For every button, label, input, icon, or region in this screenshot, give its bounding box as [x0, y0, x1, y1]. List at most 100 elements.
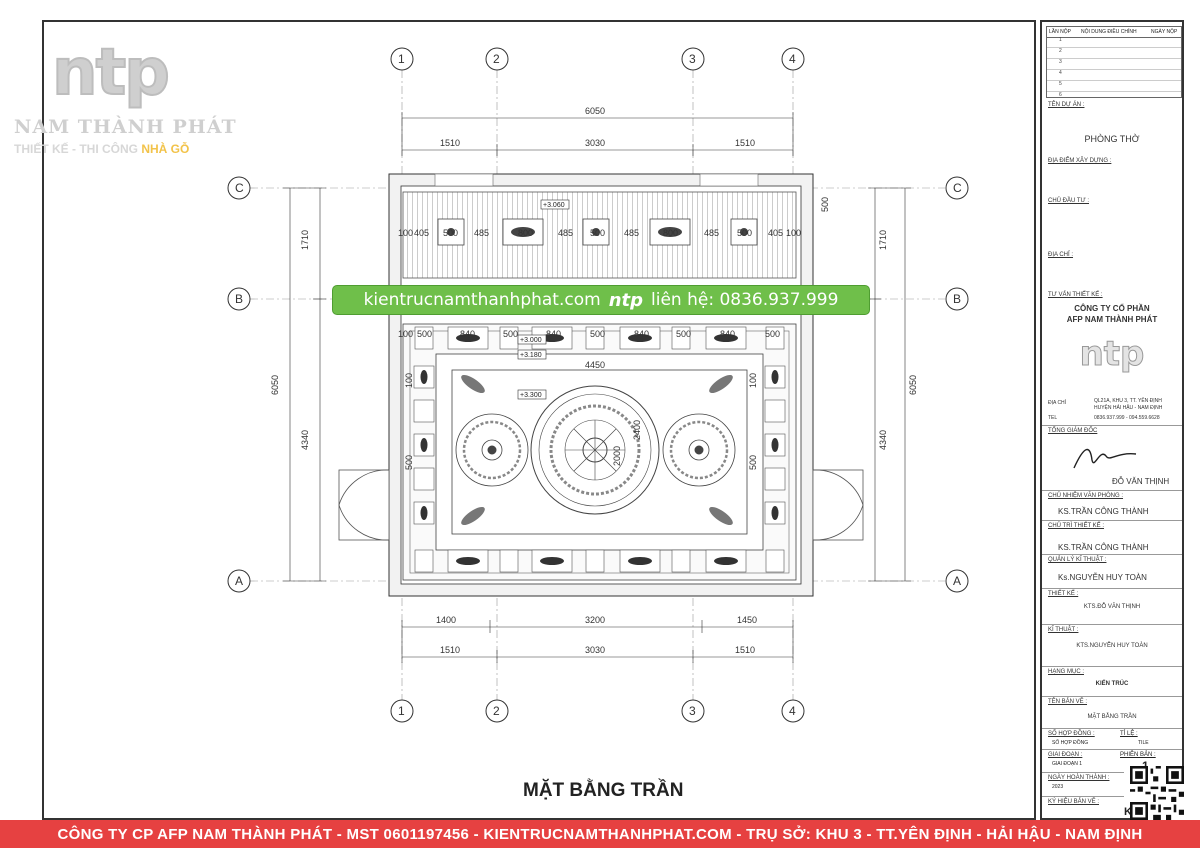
- svg-text:500: 500: [503, 329, 518, 339]
- category-label: HẠNG MỤC :: [1048, 669, 1084, 675]
- svg-text:100: 100: [404, 373, 414, 388]
- svg-text:500: 500: [590, 329, 605, 339]
- dim-center-small: 2400: [632, 420, 642, 440]
- grid-col-2: 2: [493, 52, 500, 66]
- consultant-logo: ntp: [1079, 334, 1145, 375]
- tech-mgr-name: Ks.NGUYỄN HUY TOÀN: [1058, 573, 1147, 582]
- coffer-row-bottom: [414, 549, 785, 573]
- revision-table: LẦN NỘP NỘI DUNG ĐIỀU CHỈNH NGÀY NỘP 1 2…: [1046, 26, 1182, 98]
- sheet-value: MẶT BẰNG TRẦN: [1087, 714, 1137, 720]
- rev-header-2: NỘI DUNG ĐIỀU CHỈNH: [1081, 29, 1137, 35]
- date-value: 2023: [1052, 784, 1064, 790]
- director-label: TỔNG GIÁM ĐỐC: [1048, 428, 1098, 434]
- svg-text:+3.000: +3.000: [520, 337, 542, 344]
- level-tag-1: +3.060: [540, 199, 570, 210]
- svg-text:+3.060: +3.060: [543, 202, 565, 209]
- svg-text:800: 800: [663, 228, 678, 238]
- svg-text:800: 800: [518, 228, 533, 238]
- code-label: KÝ HIỆU BẢN VẼ :: [1048, 799, 1100, 805]
- consultant-name-2: AFP NAM THÀNH PHÁT: [1066, 315, 1158, 324]
- company-logo: ntp NAM THÀNH PHÁT THIẾT KẾ - THI CÔNG N…: [4, 35, 264, 166]
- grid-col-2-bottom: 2: [493, 704, 500, 718]
- svg-text:840: 840: [634, 329, 649, 339]
- svg-text:500: 500: [676, 329, 691, 339]
- title-block: LẦN NỘP NỘI DUNG ĐIỀU CHỈNH NGÀY NỘP 1 2…: [1040, 20, 1184, 820]
- grid-col-4-bottom: 4: [789, 704, 796, 718]
- dim-left-1: 1710: [300, 230, 310, 250]
- footer-bar: CÔNG TY CP AFP NAM THÀNH PHÁT - MST 0601…: [0, 820, 1200, 848]
- dim-bottom-a-2: 3200: [585, 615, 605, 625]
- svg-text:100: 100: [748, 373, 758, 388]
- dim-top-1: 1510: [440, 138, 460, 148]
- drawing-title: MẶT BẰNG TRẦN: [523, 780, 684, 801]
- dim-bottom-a-3: 1450: [737, 615, 757, 625]
- dim-inner-width: 4450: [585, 360, 605, 370]
- code-value: K: [1124, 806, 1132, 818]
- tech-mgr-label: QUẢN LÝ KĨ THUẬT :: [1048, 557, 1107, 563]
- grid-bubbles-bottom: 1 2 3 4: [390, 699, 805, 723]
- svg-text:485: 485: [704, 228, 719, 238]
- svg-text:840: 840: [546, 329, 561, 339]
- svg-text:485: 485: [558, 228, 573, 238]
- grid-col-3-bottom: 3: [689, 704, 696, 718]
- rev-header-3: NGÀY NỘP: [1151, 29, 1178, 35]
- designer-label: THIẾT KẾ :: [1048, 591, 1079, 597]
- dim-left-2: 6050: [270, 375, 280, 395]
- svg-text:100: 100: [398, 329, 413, 339]
- corner-ornaments: [461, 374, 733, 526]
- grid-row-a-right: A: [953, 574, 961, 588]
- level-tags: +3.000 +3.180 +3.300: [517, 334, 547, 400]
- footer-text: CÔNG TY CP AFP NAM THÀNH PHÁT - MST 0601…: [57, 825, 1143, 843]
- svg-text:500: 500: [737, 228, 752, 238]
- banner-contact: liên hệ: 0836.937.999: [651, 290, 839, 310]
- svg-text:500: 500: [417, 329, 432, 339]
- tech-label: KĨ THUẬT :: [1048, 627, 1079, 633]
- office-head-name: KS.TRẦN CÔNG THÀNH: [1058, 507, 1149, 516]
- scale-label: TỈ LỆ :: [1120, 731, 1138, 737]
- logo-name: NAM THÀNH PHÁT: [14, 116, 237, 138]
- dim-left-3: 4340: [300, 430, 310, 450]
- addr-prefix: ĐỊA CHỈ: [1048, 400, 1067, 406]
- dim-top-2: 3030: [585, 138, 605, 148]
- grid-col-1-bottom: 1: [398, 704, 405, 718]
- svg-text:+3.180: +3.180: [520, 352, 542, 359]
- svg-text:100: 100: [398, 228, 413, 238]
- drawing-frame: [42, 20, 1036, 820]
- contract-value: SỐ HỢP ĐỒNG: [1052, 740, 1089, 746]
- grid-row-c: C: [235, 181, 244, 195]
- right-medallion: [662, 413, 736, 487]
- addr-value: QL21A, KHU 3, TT. YÊN ĐỊNH HUYỆN HẢI HẬU…: [1094, 398, 1163, 411]
- grid-col-3: 3: [689, 52, 696, 66]
- dim-center-circle: 2000: [612, 446, 622, 466]
- investor-label: CHỦ ĐẦU TƯ :: [1048, 198, 1090, 204]
- director-signature: [1073, 448, 1137, 469]
- project-label: TÊN DỰ ÁN :: [1048, 102, 1085, 108]
- tel-prefix: TEL: [1048, 415, 1058, 421]
- version-label: PHIÊN BẢN :: [1120, 752, 1156, 758]
- grid-row-b-right: B: [953, 292, 961, 306]
- grid-row-c-right: C: [953, 181, 962, 195]
- banner-mini-logo: ntp: [608, 289, 643, 311]
- grid-bubbles-left: C B A: [227, 176, 251, 593]
- logo-monogram: ntp: [51, 35, 171, 111]
- website-banner[interactable]: kientrucnamthanhphat.com ntp liên hệ: 08…: [333, 286, 869, 314]
- banner-site[interactable]: kientrucnamthanhphat.com: [363, 290, 601, 310]
- left-medallion: [455, 413, 529, 487]
- project-name: PHÒNG THỜ: [1084, 134, 1140, 144]
- qr-code[interactable]: [1130, 766, 1184, 820]
- grid-row-b: B: [235, 292, 243, 306]
- grid-col-1: 1: [398, 52, 405, 66]
- grid-bubbles-right: C B A: [945, 176, 969, 593]
- dim-side-small: 500: [820, 197, 830, 212]
- design-lead-label: CHỦ TRÌ THIẾT KẾ :: [1048, 523, 1105, 529]
- ceiling-plan-drawing: 1 2 3 4 1 2 3 4 C B A C B A: [227, 47, 969, 723]
- tel-value: 0836.937.999 - 094.559.6628: [1094, 415, 1160, 421]
- upper-ceiling-panels: [437, 218, 758, 246]
- dim-bottom-b-1: 1510: [440, 645, 460, 655]
- contract-label: SỐ HỢP ĐỒNG :: [1048, 731, 1095, 737]
- svg-text:405: 405: [414, 228, 429, 238]
- lower-row-dims: 100 500 840 500 840 500 840 500 840 500 …: [398, 329, 780, 470]
- sheet-label: TÊN BẢN VẼ :: [1048, 699, 1088, 705]
- address-label: ĐỊA CHỈ :: [1048, 252, 1074, 258]
- grid-row-a: A: [235, 574, 243, 588]
